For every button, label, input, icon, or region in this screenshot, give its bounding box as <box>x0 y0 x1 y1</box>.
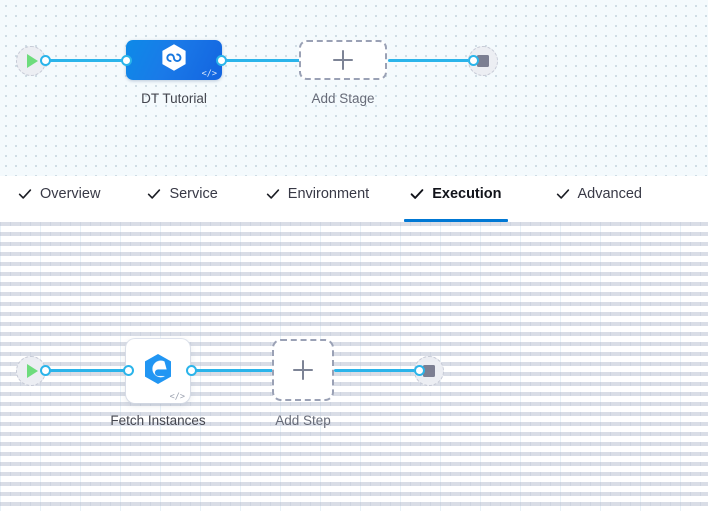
stage-config-tabs: Overview Service Environment <box>0 176 708 223</box>
check-icon <box>18 187 32 201</box>
check-icon <box>266 187 280 201</box>
wire-stage-to-addstage <box>218 59 302 62</box>
dynatrace-hexagon-icon <box>143 353 173 390</box>
tab-label: Service <box>169 185 218 202</box>
plus-icon <box>333 50 353 70</box>
tab-advanced[interactable]: Advanced <box>556 177 643 222</box>
step-node-input-port[interactable] <box>123 365 134 376</box>
play-icon <box>27 364 38 378</box>
step-start-port[interactable] <box>40 365 51 376</box>
check-icon <box>556 187 570 201</box>
check-icon <box>147 187 161 201</box>
stage-start-port[interactable] <box>40 55 51 66</box>
step-node-fetch-instances[interactable]: </> <box>126 339 190 403</box>
wire-addstep-to-end <box>334 369 418 372</box>
tab-overview[interactable]: Overview <box>18 177 100 222</box>
canvas-grid <box>0 222 708 511</box>
stage-node-output-port[interactable] <box>216 55 227 66</box>
add-stage-button[interactable] <box>299 40 387 80</box>
wire-addstage-to-end <box>388 59 472 62</box>
step-end-port[interactable] <box>414 365 425 376</box>
tab-environment[interactable]: Environment <box>266 177 369 222</box>
code-badge-icon: </> <box>169 391 185 402</box>
add-step-label: Add Step <box>275 413 331 428</box>
step-end-node[interactable] <box>414 356 444 386</box>
tab-label: Overview <box>40 185 101 202</box>
stage-end-port[interactable] <box>468 55 479 66</box>
tab-label: Advanced <box>577 185 643 202</box>
stop-icon <box>477 55 489 67</box>
check-icon <box>410 187 424 201</box>
tab-label: Execution <box>432 185 502 202</box>
step-node-output-port[interactable] <box>186 365 197 376</box>
stop-icon <box>423 365 435 377</box>
play-icon <box>27 54 38 68</box>
pipeline-stage-canvas[interactable]: </> DT Tutorial Add Stage <box>0 0 708 176</box>
add-step-button[interactable] <box>272 339 334 401</box>
dynatrace-hexagon-icon <box>161 44 187 77</box>
stage-node-label: DT Tutorial <box>141 91 207 106</box>
wire-start-to-step <box>44 369 129 372</box>
execution-step-canvas[interactable]: </> Fetch Instances Add Step <box>0 222 708 511</box>
wire-step-to-addstep <box>190 369 274 372</box>
tab-execution[interactable]: Execution <box>404 177 508 222</box>
wire-start-to-stage <box>44 59 130 62</box>
code-badge-icon: </> <box>201 68 217 79</box>
plus-icon <box>293 360 313 380</box>
add-stage-label: Add Stage <box>311 91 375 106</box>
stage-node-dt-tutorial[interactable]: </> <box>126 40 222 80</box>
tab-service[interactable]: Service <box>147 177 218 222</box>
step-node-label: Fetch Instances <box>110 413 206 428</box>
stage-node-input-port[interactable] <box>121 55 132 66</box>
tab-label: Environment <box>287 185 370 202</box>
